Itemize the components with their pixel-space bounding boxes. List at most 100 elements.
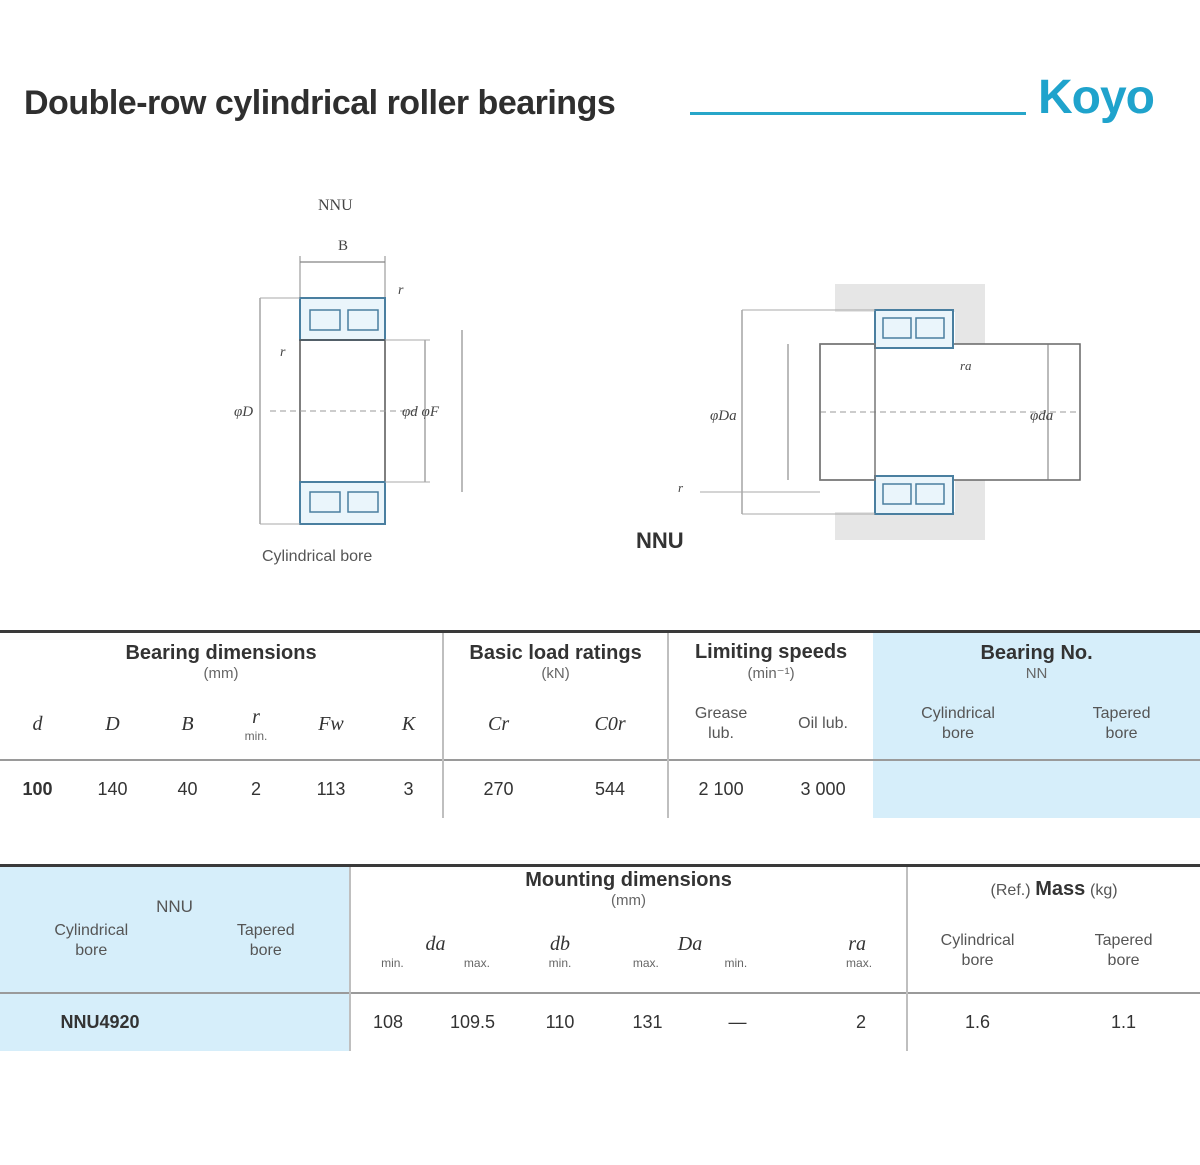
cell-B: 40 <box>177 778 198 799</box>
group-mass-prefix: (Ref.) <box>990 881 1031 899</box>
group-nnu: NNU Cylindrical bore Tapered bore <box>0 865 350 993</box>
cell-tap-bore <box>1043 759 1200 818</box>
col-cyl-bore-line2: bore <box>942 725 975 742</box>
col-db-symbol: db <box>550 932 570 955</box>
fig-stamp: NNU <box>636 528 684 553</box>
cell-oil: 3 000 <box>800 778 846 799</box>
fig-left-dim-phid: φD <box>234 404 253 420</box>
col-mass-tap: Tapered bore <box>1047 911 1200 993</box>
col-mass-tap-line2: bore <box>1107 952 1140 969</box>
col-B: B <box>181 712 194 735</box>
group-mass-title: Mass <box>1035 877 1086 900</box>
group-nnu-title: NNU <box>156 897 193 917</box>
group-basic-load-ratings-unit: (kN) <box>541 664 570 682</box>
col-grease-line1: Grease <box>694 705 748 722</box>
bearing-spec-table: Bearing dimensions (mm) Basic load ratin… <box>0 630 1200 818</box>
col-ra: ra max. <box>780 911 907 993</box>
group-bearing-no-title: Bearing No. <box>980 641 1093 664</box>
group-bearing-dimensions-unit: (mm) <box>203 664 239 682</box>
col-Cr: Cr <box>442 689 554 760</box>
cell-D: 140 <box>97 778 128 799</box>
group-nnu-tap-line1: Tapered <box>236 922 295 940</box>
fig-left-type-label: NNU <box>318 197 353 214</box>
group-basic-load-ratings-title: Basic load ratings <box>469 641 642 664</box>
col-db-min: min. <box>548 955 572 970</box>
table-row: NNU4920 108 109.5 110 131 — 2 1.6 1.1 <box>0 992 1200 1051</box>
col-D: D <box>105 712 120 735</box>
col-C0r: C0r <box>594 712 626 735</box>
brand-logo: Koyo <box>1038 71 1155 124</box>
cell-d: 100 <box>22 778 53 799</box>
fig-right-dim-ra: ra <box>960 358 972 373</box>
group-nnu-tap-line2: bore <box>249 942 282 960</box>
cell-Da-max: 131 <box>632 1011 663 1032</box>
cell-r: 2 <box>250 778 261 799</box>
col-Da: Da max. min. <box>600 911 780 993</box>
bearing-section-drawing: NNU B r r φD φd φF <box>234 197 463 525</box>
col-da-min: min. <box>381 955 404 970</box>
group-bearing-dimensions-title: Bearing dimensions <box>125 641 317 664</box>
table-row: 100 140 40 2 113 3 270 544 2 100 3 000 <box>0 759 1200 818</box>
col-grease-line2: lub. <box>708 725 734 742</box>
fig-right-dim-r: r <box>678 480 684 495</box>
cell-db-min: 110 <box>545 1011 575 1032</box>
col-K: K <box>401 712 416 735</box>
col-d: d <box>32 712 43 735</box>
cell-Da-min: — <box>728 1011 747 1032</box>
col-mass-tap-line1: Tapered <box>1094 932 1153 949</box>
cell-grease: 2 100 <box>667 759 774 818</box>
group-nnu-cyl: Cylindrical bore <box>54 921 128 961</box>
group-mass: (Ref.) Mass (kg) <box>906 865 1200 911</box>
cell-Fw: 113 <box>316 778 346 799</box>
group-bearing-no: Bearing No. NN <box>873 631 1200 690</box>
cell-C0r: 544 <box>595 778 626 799</box>
col-grease: Grease lub. <box>667 689 774 760</box>
cell-Cr: 270 <box>442 759 554 818</box>
col-ra-symbol: ra <box>848 932 867 955</box>
col-tap-bore-line1: Tapered <box>1092 705 1151 722</box>
cell-ra-max: 2 <box>856 1011 867 1032</box>
col-r-min: min. <box>244 728 268 743</box>
page-title: Double-row cylindrical roller bearings <box>24 84 616 122</box>
col-cyl-bore: Cylindrical bore <box>873 689 1044 760</box>
col-da: da min. max. <box>349 910 520 993</box>
col-r: r min. <box>225 690 287 760</box>
col-Da-max: max. <box>632 955 659 970</box>
group-nnu-cyl-line1: Cylindrical <box>54 922 129 940</box>
col-Da-min: min. <box>724 955 748 970</box>
mounting-table: NNU Cylindrical bore Tapered bore Mounti… <box>0 864 1200 1051</box>
group-nnu-cyl-line2: bore <box>75 942 108 960</box>
fig-right-dim-da-inner: φda <box>1030 408 1053 424</box>
col-tap-bore: Tapered bore <box>1043 689 1200 760</box>
col-Fw: Fw <box>318 712 344 735</box>
fig-left-caption: Cylindrical bore <box>262 548 373 565</box>
group-bearing-no-sub: NN <box>1025 664 1048 682</box>
group-mounting-unit: (mm) <box>611 892 647 910</box>
cell-da-max: 109.5 <box>449 1011 496 1032</box>
mounting-drawing: φDa φda ra r <box>678 284 1081 540</box>
fig-left-dim-r1: r <box>398 283 404 298</box>
col-db: db min. <box>520 911 600 993</box>
cell-nnu-cyl: NNU4920 <box>0 992 200 1051</box>
group-mass-unit: (kg) <box>1090 881 1118 899</box>
cell-mass-tap: 1.1 <box>1111 1011 1137 1032</box>
title-rule <box>690 112 1026 115</box>
col-r-symbol: r <box>252 705 260 728</box>
fig-left-dim-b: B <box>338 238 348 254</box>
col-oil: Oil lub. <box>798 715 848 732</box>
col-ra-max: max. <box>846 955 873 970</box>
fig-right-dim-da-outer: φDa <box>710 408 737 424</box>
group-limiting-speeds-title: Limiting speeds <box>694 641 848 664</box>
col-mass-cyl-line2: bore <box>961 952 994 969</box>
group-limiting-speeds-unit: (min⁻¹) <box>747 665 795 683</box>
fig-left-dim-inner: φd φF <box>402 404 440 420</box>
group-bearing-dimensions: Bearing dimensions (mm) <box>0 632 443 690</box>
col-tap-bore-line2: bore <box>1105 725 1138 742</box>
cell-mass-cyl: 1.6 <box>906 992 1048 1051</box>
col-cyl-bore-line1: Cylindrical <box>921 705 995 722</box>
fig-left-dim-r2: r <box>280 345 286 360</box>
cell-K: 3 <box>403 778 414 799</box>
col-da-max: max. <box>463 955 490 970</box>
col-mass-cyl: Cylindrical bore <box>906 910 1048 993</box>
col-da-symbol: da <box>425 932 446 955</box>
